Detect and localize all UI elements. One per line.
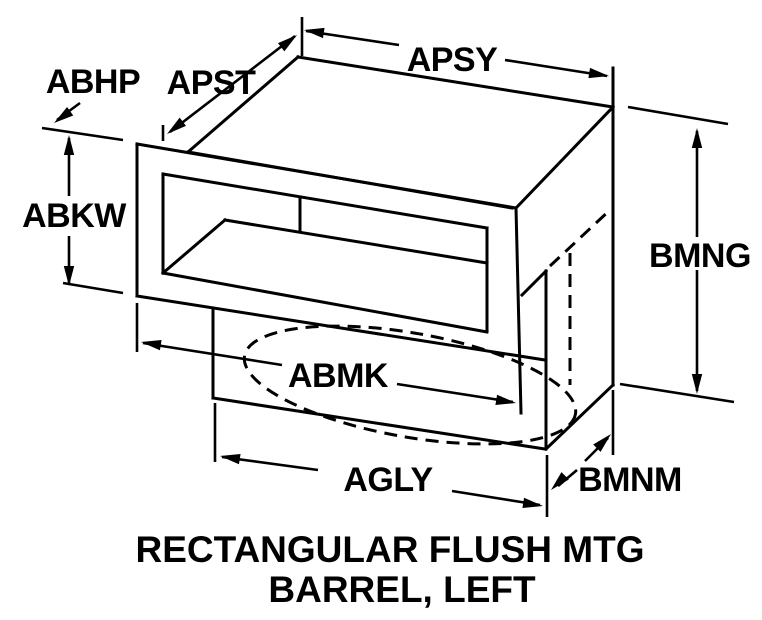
arrowhead [593,434,611,452]
dimension-bmng [691,128,703,394]
dimension-agly [220,453,543,509]
drawing-title-line1: RECTANGULAR FLUSH MTG [135,529,644,570]
arrowhead [551,472,569,490]
barrel-circle-ellipse [242,324,578,446]
leader-abhp [54,101,81,123]
inner-shelf-edges [160,195,489,276]
hidden-edges [548,207,613,385]
arrowhead [63,135,75,155]
dimension-apsy [304,27,609,79]
dimension-apst [167,34,297,134]
dim-label-bmng: BMNG [649,237,751,275]
dimension-abkw [63,135,75,286]
arrowhead [304,27,325,39]
dim-label-bmnm: BMNM [578,461,682,499]
arrowhead [691,128,703,148]
leader-bmnm [551,434,611,490]
dim-label-agly: AGLY [343,461,433,499]
dim-label-apsy: APSY [407,41,498,79]
arrowhead [167,117,187,134]
arrowhead [141,340,162,351]
arrowhead [277,35,297,52]
dim-label-abkw: ABKW [22,197,127,235]
arrowhead [495,394,516,405]
drawing-title-line2: BARREL, LEFT [268,569,536,610]
dimension-abmk [141,340,516,405]
dim-label-apst: APST [167,64,256,102]
arrowhead [63,266,75,286]
arrowhead [691,374,703,394]
arrowhead [54,107,74,123]
lower-barrel-edges [211,268,616,452]
arrowhead [522,497,543,509]
arrowhead [588,67,609,79]
dim-label-abmk: ABMK [288,357,389,395]
arrowhead [220,453,241,465]
opening-outline [161,172,489,334]
dim-label-abhp: ABHP [46,63,140,101]
barrel-body-edges [185,54,616,387]
extension-lines [41,17,735,517]
